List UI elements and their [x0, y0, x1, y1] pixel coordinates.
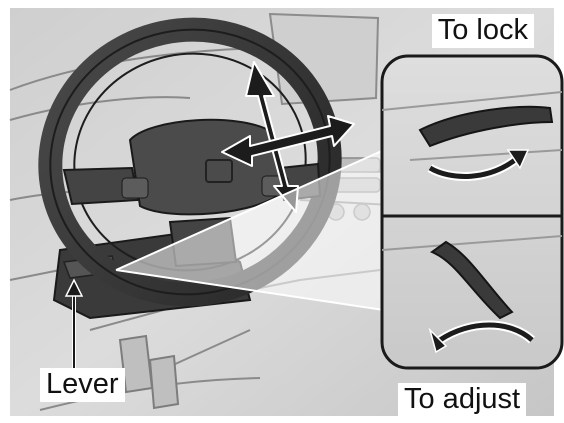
to-lock-label: To lock	[432, 14, 534, 48]
to-adjust-label: To adjust	[398, 383, 526, 417]
lever-label: Lever	[40, 368, 125, 402]
lever-detail-inset	[382, 56, 562, 368]
